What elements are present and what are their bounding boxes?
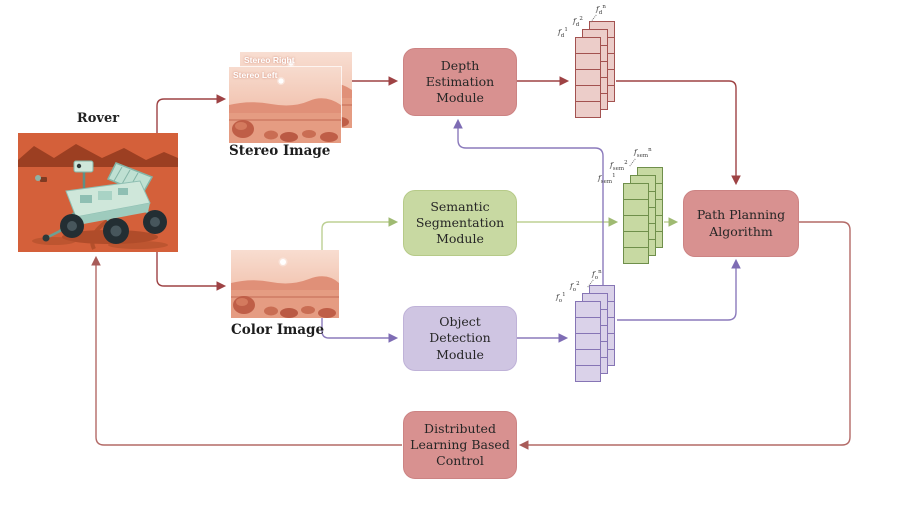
arrow-path-planning-to-control (518, 221, 851, 450)
feature-label-fsem1: fsem1 (598, 173, 616, 185)
object-line-3: Module (436, 346, 484, 362)
depth-estimation-module: Depth Estimation Module (403, 48, 517, 116)
arrow-control-to-rover (91, 255, 402, 446)
stereo-left-image (229, 67, 341, 143)
object-line-1: Object (439, 314, 481, 330)
path-line-1: Path Planning (696, 207, 786, 223)
semantic-line-2: Segmentation (415, 214, 505, 230)
arrow-color-to-semantic (321, 217, 399, 250)
rover-illustration (18, 133, 178, 252)
semantic-feature-stack (623, 167, 677, 264)
feature-label-fsem2: fsem2 (610, 160, 628, 172)
arrow-color-to-object (321, 318, 399, 343)
color-image (231, 250, 339, 318)
depth-line-2: Estimation (425, 73, 495, 89)
object-line-2: Detection (429, 330, 491, 346)
path-line-2: Algorithm (709, 223, 773, 239)
feature-label-fon: fon (592, 269, 602, 281)
semantic-segmentation-module: Semantic Segmentation Module (403, 190, 517, 256)
stereo-image-caption: Stereo Image (229, 143, 331, 159)
control-line-3: Control (436, 453, 484, 469)
rover-label: Rover (76, 111, 120, 126)
depth-line-3: Module (436, 90, 484, 106)
feature-label-fo1: fo1 (556, 292, 566, 304)
arrow-object-features-to-depth-module (453, 118, 604, 286)
feature-label-fo2: fo2 (570, 281, 580, 293)
path-planning-algorithm: Path Planning Algorithm (683, 190, 799, 257)
semantic-line-3: Module (436, 231, 484, 247)
control-line-1: Distributed (424, 420, 496, 436)
rover-image (18, 133, 178, 252)
distributed-learning-control: Distributed Learning Based Control (403, 411, 517, 479)
semantic-line-1: Semantic (430, 198, 490, 214)
arrow-object-features-to-path-planning (617, 258, 741, 321)
stereo-right-label: Stereo Right (244, 55, 295, 65)
feature-label-fd1: fd1 (558, 27, 568, 39)
color-image-caption: Color Image (231, 322, 325, 338)
feature-label-fdn: fdn (596, 4, 606, 16)
feature-label-fd2: fd2 (573, 16, 583, 28)
arrow-depth-features-to-path-planning (616, 80, 741, 186)
arrow-rover-to-color (156, 248, 227, 291)
control-line-2: Learning Based (410, 436, 510, 452)
arrow-rover-to-stereo (156, 94, 227, 140)
depth-feature-stack (575, 21, 629, 118)
depth-line-1: Depth (440, 57, 480, 73)
object-feature-stack (575, 285, 629, 382)
object-detection-module: Object Detection Module (403, 306, 517, 371)
stereo-left-label: Stereo Left (233, 70, 278, 80)
feature-label-fsemn: fsemn (634, 147, 652, 159)
